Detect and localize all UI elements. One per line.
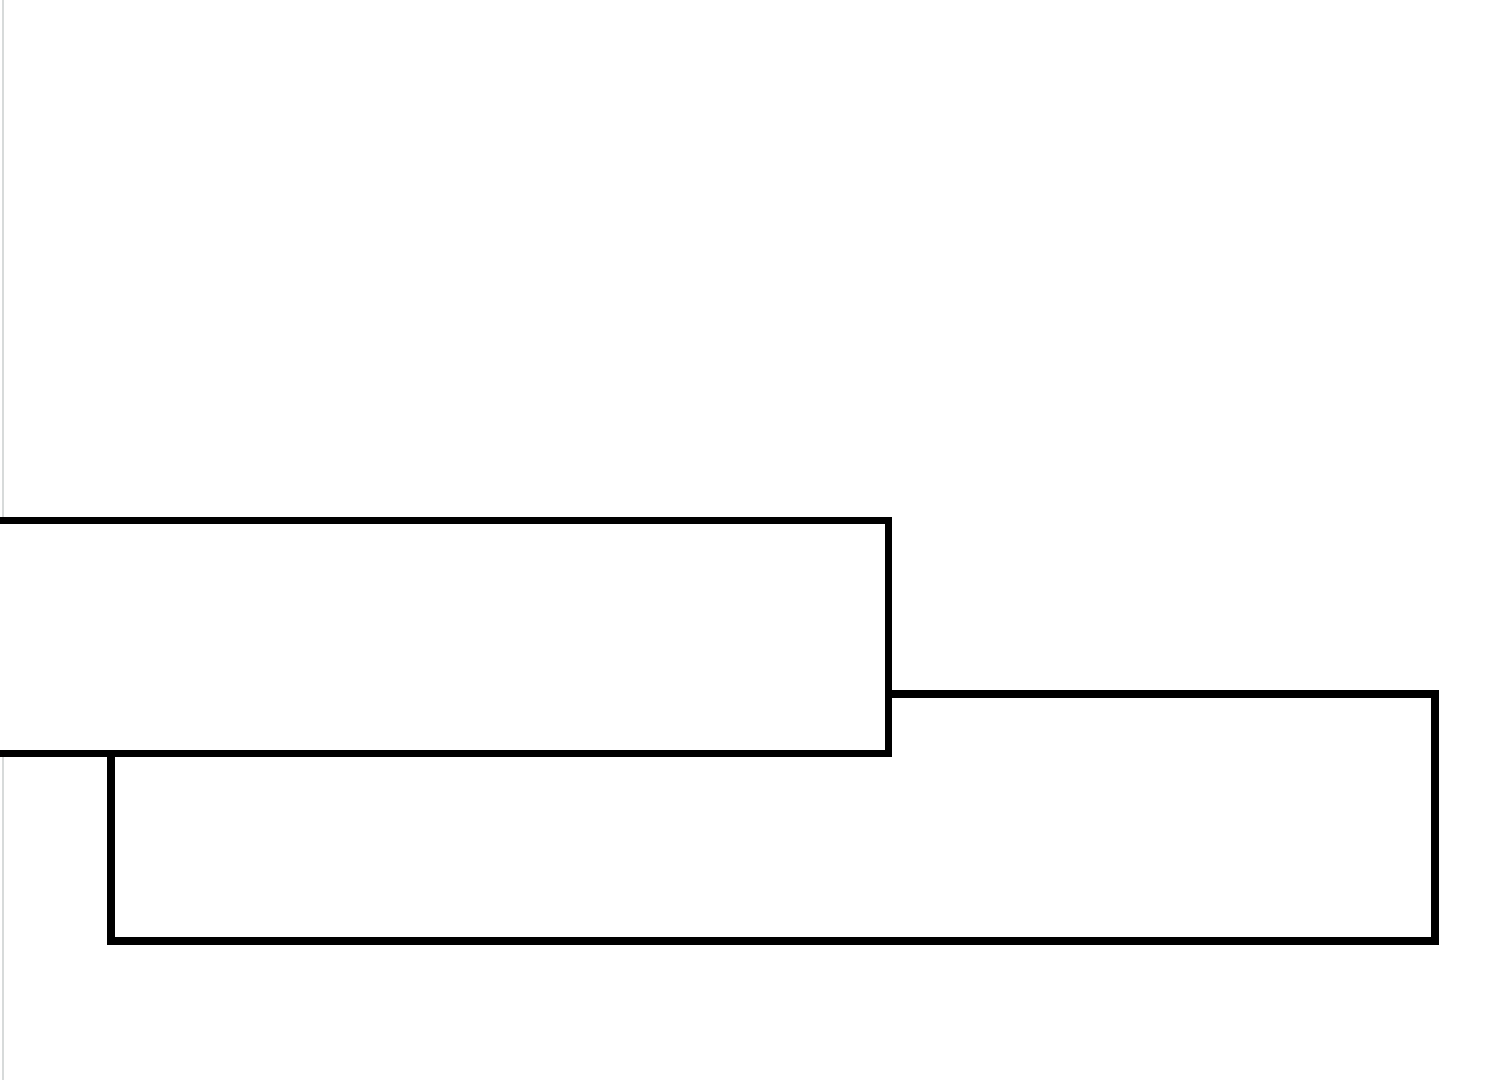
panel-top-left: [0, 517, 892, 757]
